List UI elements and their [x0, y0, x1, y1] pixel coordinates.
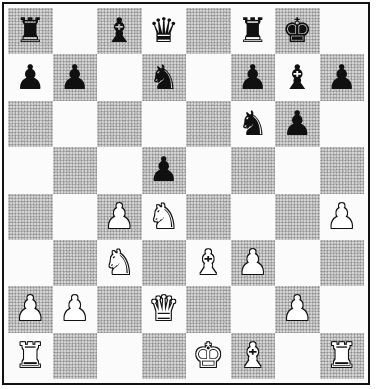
square-b8[interactable]	[53, 8, 98, 54]
square-a2[interactable]: ♟	[8, 286, 53, 332]
black-pawn-icon[interactable]: ♟	[60, 61, 90, 95]
square-h1[interactable]: ♜	[320, 333, 365, 379]
square-g2[interactable]: ♟	[275, 286, 320, 332]
black-bishop-icon[interactable]: ♝	[104, 14, 134, 48]
white-bishop-icon[interactable]: ♝	[238, 339, 268, 373]
square-d5[interactable]: ♟	[142, 147, 187, 193]
chess-board[interactable]: ♜ ♝ ♛ ♜ ♚ ♟ ♟ ♞ ♟ ♝ ♟ ♞ ♟ ♟ ♟ ♞ ♟ ♞ ♝ ♟ ♟ ♟ ♛ ♟ ♜ ♚ ♝ ♜	[8, 8, 364, 379]
square-c7[interactable]	[97, 54, 142, 100]
square-f2[interactable]	[231, 286, 276, 332]
square-f3[interactable]: ♟	[231, 240, 276, 286]
square-c6[interactable]	[97, 101, 142, 147]
square-d6[interactable]	[142, 101, 187, 147]
square-c2[interactable]	[97, 286, 142, 332]
square-g5[interactable]	[275, 147, 320, 193]
black-rook-icon[interactable]: ♜	[15, 14, 45, 48]
square-d2[interactable]: ♛	[142, 286, 187, 332]
black-pawn-icon[interactable]: ♟	[15, 61, 45, 95]
black-pawn-icon[interactable]: ♟	[238, 61, 268, 95]
black-pawn-icon[interactable]: ♟	[327, 61, 357, 95]
square-c1[interactable]	[97, 333, 142, 379]
square-f8[interactable]: ♜	[231, 8, 276, 54]
square-d8[interactable]: ♛	[142, 8, 187, 54]
square-d4[interactable]: ♞	[142, 194, 187, 240]
white-rook-icon[interactable]: ♜	[327, 339, 357, 373]
square-d1[interactable]	[142, 333, 187, 379]
square-h2[interactable]	[320, 286, 365, 332]
black-knight-icon[interactable]: ♞	[238, 107, 268, 141]
black-knight-icon[interactable]: ♞	[149, 61, 179, 95]
square-e8[interactable]	[186, 8, 231, 54]
black-bishop-icon[interactable]: ♝	[282, 61, 312, 95]
square-a7[interactable]: ♟	[8, 54, 53, 100]
white-knight-icon[interactable]: ♞	[104, 246, 134, 280]
square-c4[interactable]: ♟	[97, 194, 142, 240]
square-h4[interactable]: ♟	[320, 194, 365, 240]
square-c3[interactable]: ♞	[97, 240, 142, 286]
white-pawn-icon[interactable]: ♟	[60, 292, 90, 326]
white-pawn-icon[interactable]: ♟	[327, 200, 357, 234]
square-e7[interactable]	[186, 54, 231, 100]
square-e4[interactable]	[186, 194, 231, 240]
white-pawn-icon[interactable]: ♟	[104, 200, 134, 234]
square-f1[interactable]: ♝	[231, 333, 276, 379]
square-g1[interactable]	[275, 333, 320, 379]
square-b1[interactable]	[53, 333, 98, 379]
square-f6[interactable]: ♞	[231, 101, 276, 147]
white-pawn-icon[interactable]: ♟	[15, 292, 45, 326]
square-h6[interactable]	[320, 101, 365, 147]
square-h3[interactable]	[320, 240, 365, 286]
black-queen-icon[interactable]: ♛	[149, 14, 179, 48]
square-g4[interactable]	[275, 194, 320, 240]
square-a6[interactable]	[8, 101, 53, 147]
square-f4[interactable]	[231, 194, 276, 240]
square-a5[interactable]	[8, 147, 53, 193]
square-g7[interactable]: ♝	[275, 54, 320, 100]
white-queen-icon[interactable]: ♛	[149, 292, 179, 326]
square-f7[interactable]: ♟	[231, 54, 276, 100]
square-e5[interactable]	[186, 147, 231, 193]
white-bishop-icon[interactable]: ♝	[193, 246, 223, 280]
square-c5[interactable]	[97, 147, 142, 193]
black-pawn-icon[interactable]: ♟	[282, 107, 312, 141]
white-knight-icon[interactable]: ♞	[149, 200, 179, 234]
square-a1[interactable]: ♜	[8, 333, 53, 379]
square-h7[interactable]: ♟	[320, 54, 365, 100]
square-h5[interactable]	[320, 147, 365, 193]
square-h8[interactable]	[320, 8, 365, 54]
square-e3[interactable]: ♝	[186, 240, 231, 286]
square-e2[interactable]	[186, 286, 231, 332]
square-a3[interactable]	[8, 240, 53, 286]
square-d7[interactable]: ♞	[142, 54, 187, 100]
square-f5[interactable]	[231, 147, 276, 193]
square-b3[interactable]	[53, 240, 98, 286]
black-rook-icon[interactable]: ♜	[238, 14, 268, 48]
square-g3[interactable]	[275, 240, 320, 286]
black-pawn-icon[interactable]: ♟	[149, 153, 179, 187]
square-b7[interactable]: ♟	[53, 54, 98, 100]
chess-board-frame: ♜ ♝ ♛ ♜ ♚ ♟ ♟ ♞ ♟ ♝ ♟ ♞ ♟ ♟ ♟ ♞ ♟ ♞ ♝ ♟ ♟ ♟ ♛ ♟ ♜ ♚ ♝ ♜	[2, 2, 370, 385]
white-pawn-icon[interactable]: ♟	[282, 292, 312, 326]
square-e6[interactable]	[186, 101, 231, 147]
square-b6[interactable]	[53, 101, 98, 147]
square-a4[interactable]	[8, 194, 53, 240]
white-pawn-icon[interactable]: ♟	[238, 246, 268, 280]
square-g8[interactable]: ♚	[275, 8, 320, 54]
square-g6[interactable]: ♟	[275, 101, 320, 147]
square-e1[interactable]: ♚	[186, 333, 231, 379]
square-d3[interactable]	[142, 240, 187, 286]
white-king-icon[interactable]: ♚	[193, 339, 223, 373]
square-b4[interactable]	[53, 194, 98, 240]
white-rook-icon[interactable]: ♜	[15, 339, 45, 373]
square-b5[interactable]	[53, 147, 98, 193]
black-king-icon[interactable]: ♚	[282, 14, 312, 48]
square-a8[interactable]: ♜	[8, 8, 53, 54]
square-b2[interactable]: ♟	[53, 286, 98, 332]
square-c8[interactable]: ♝	[97, 8, 142, 54]
